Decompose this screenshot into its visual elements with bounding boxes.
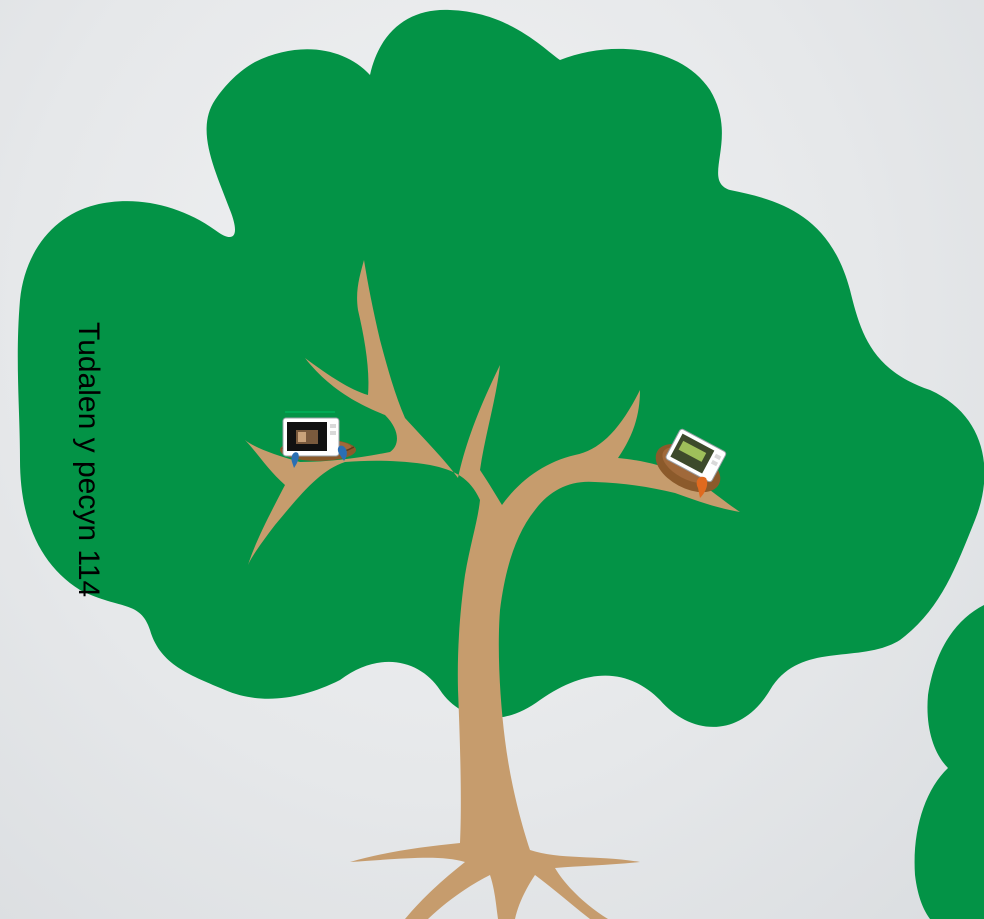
page-label: Tudalen y pecyn 114 <box>70 322 106 682</box>
tree-canopy <box>18 10 984 727</box>
partial-tree-right <box>915 605 984 919</box>
